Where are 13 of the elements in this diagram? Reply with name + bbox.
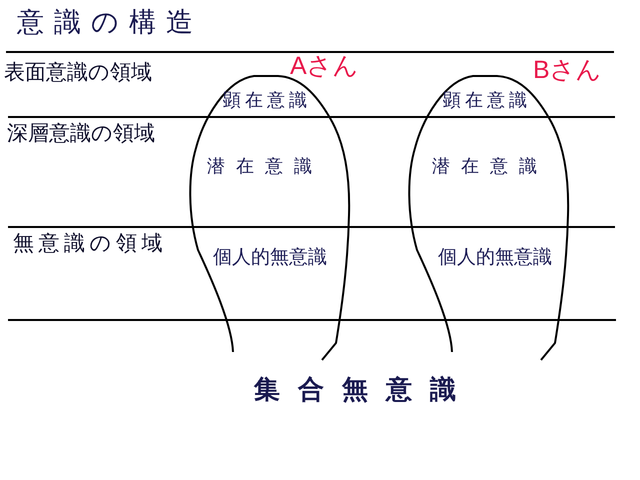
layer-label: 個人的無意識: [213, 248, 327, 267]
layer-label: 潜在意識: [432, 158, 548, 176]
layer-label: 集合無意識: [254, 377, 474, 403]
person-name: Bさん: [533, 58, 602, 83]
region-label: 深層意識の領域: [7, 123, 155, 144]
region-label: 表面意識の領域: [4, 62, 152, 83]
region-label: 無意識の領域: [13, 233, 167, 254]
layer-label: 潜在意識: [207, 158, 323, 176]
person-name: Aさん: [290, 54, 359, 79]
layer-label: 個人的無意識: [438, 248, 552, 267]
layer-label: 顕在意識: [443, 92, 531, 110]
layer-label: 顕在意識: [223, 92, 311, 110]
title: 意識の構造: [17, 9, 203, 36]
